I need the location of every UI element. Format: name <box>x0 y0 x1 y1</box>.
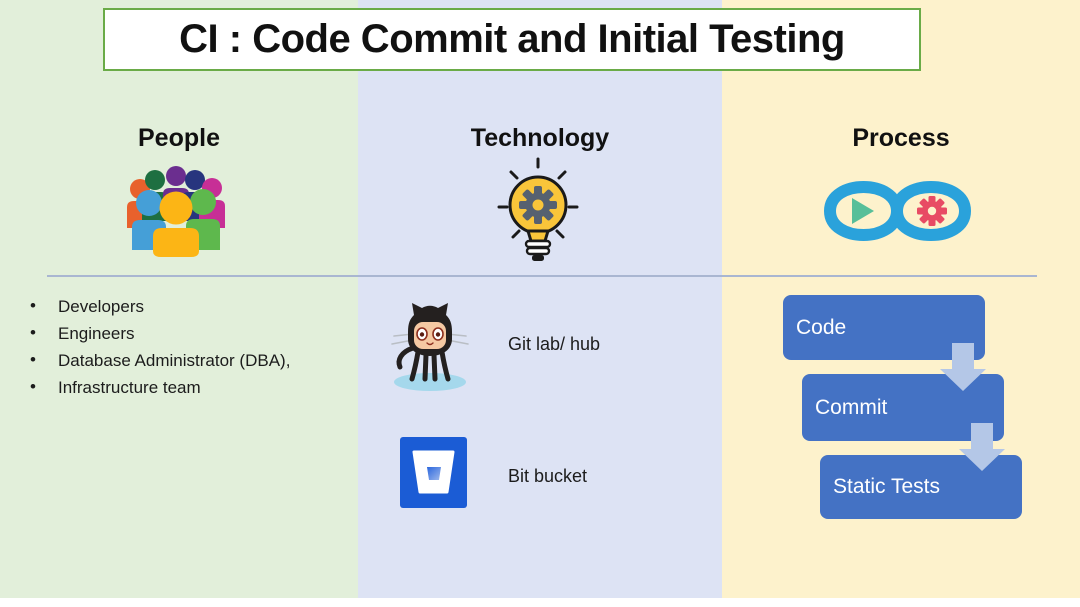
bitbucket-icon <box>400 437 467 508</box>
process-header: Process <box>852 124 950 152</box>
section-divider <box>47 275 1037 277</box>
down-arrow-icon <box>959 423 1005 471</box>
devops-infinity-icon <box>823 181 972 241</box>
process-step-label: Code <box>796 315 847 339</box>
slide-title: CI : Code Commit and Initial Testing <box>179 17 845 61</box>
tool-label-git: Git lab/ hub <box>508 334 601 354</box>
process-step-commit: Commit <box>802 374 1004 441</box>
process-step-code: Code <box>783 295 985 360</box>
lightbulb-gear-icon <box>497 157 579 261</box>
people-group-icon <box>127 166 225 257</box>
down-arrow-icon <box>940 343 986 391</box>
process-step-label: Static Tests <box>833 475 940 498</box>
technology-header: Technology <box>470 124 610 152</box>
list-item: Engineers <box>22 324 352 343</box>
list-item: Database Administrator (DBA), <box>22 351 352 370</box>
people-header: People <box>138 124 220 152</box>
process-step-static-tests: Static Tests <box>820 455 1022 519</box>
tool-label-bitbucket: Bit bucket <box>508 466 588 486</box>
list-item: Developers <box>22 297 352 316</box>
list-item: Infrastructure team <box>22 378 352 397</box>
slide-title-box: CI : Code Commit and Initial Testing <box>103 8 921 71</box>
process-step-label: Commit <box>815 395 888 419</box>
people-list: Developers Engineers Database Administra… <box>22 297 352 406</box>
github-octocat-icon <box>391 303 469 391</box>
